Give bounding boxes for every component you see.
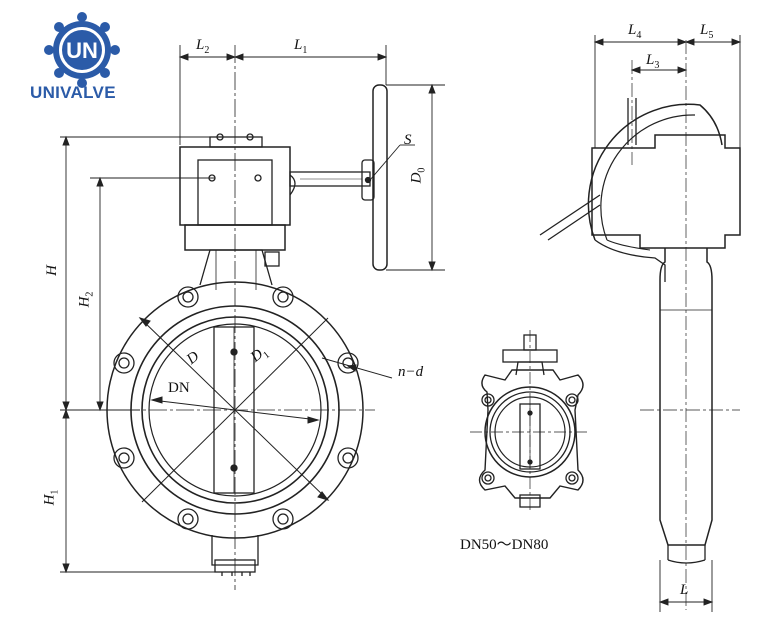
label-l5: L5: [700, 22, 714, 41]
logo-letters: UN: [66, 38, 98, 63]
centerlines-side: [631, 40, 740, 610]
label-s: S: [404, 132, 412, 148]
dimension-lines-main: [60, 45, 445, 574]
label-l3: L3: [646, 52, 660, 71]
brand-name: UNIVALVE: [30, 83, 116, 102]
univalve-logo-icon: UN: [44, 12, 120, 88]
label-l: L: [680, 582, 689, 598]
label-h1: H1: [41, 489, 61, 506]
dimension-lines-side: [593, 35, 742, 612]
diameter-arrows: [138, 317, 393, 503]
label-d0: D0: [408, 167, 428, 184]
label-h: H: [43, 265, 60, 276]
centerlines-main: [95, 45, 375, 590]
centerlines-small: [470, 330, 590, 510]
small-view-caption: DN50～DN80: [460, 537, 549, 553]
label-dn: DN: [168, 380, 190, 396]
label-l2: L2: [196, 37, 210, 56]
label-l1: L1: [294, 37, 308, 56]
label-n-d: n−d: [398, 364, 424, 380]
label-h2: H2: [76, 291, 96, 308]
valve-side-view: [539, 98, 741, 564]
label-l4: L4: [628, 22, 642, 41]
valve-body-small: [478, 334, 584, 508]
valve-body-main: [106, 84, 388, 576]
